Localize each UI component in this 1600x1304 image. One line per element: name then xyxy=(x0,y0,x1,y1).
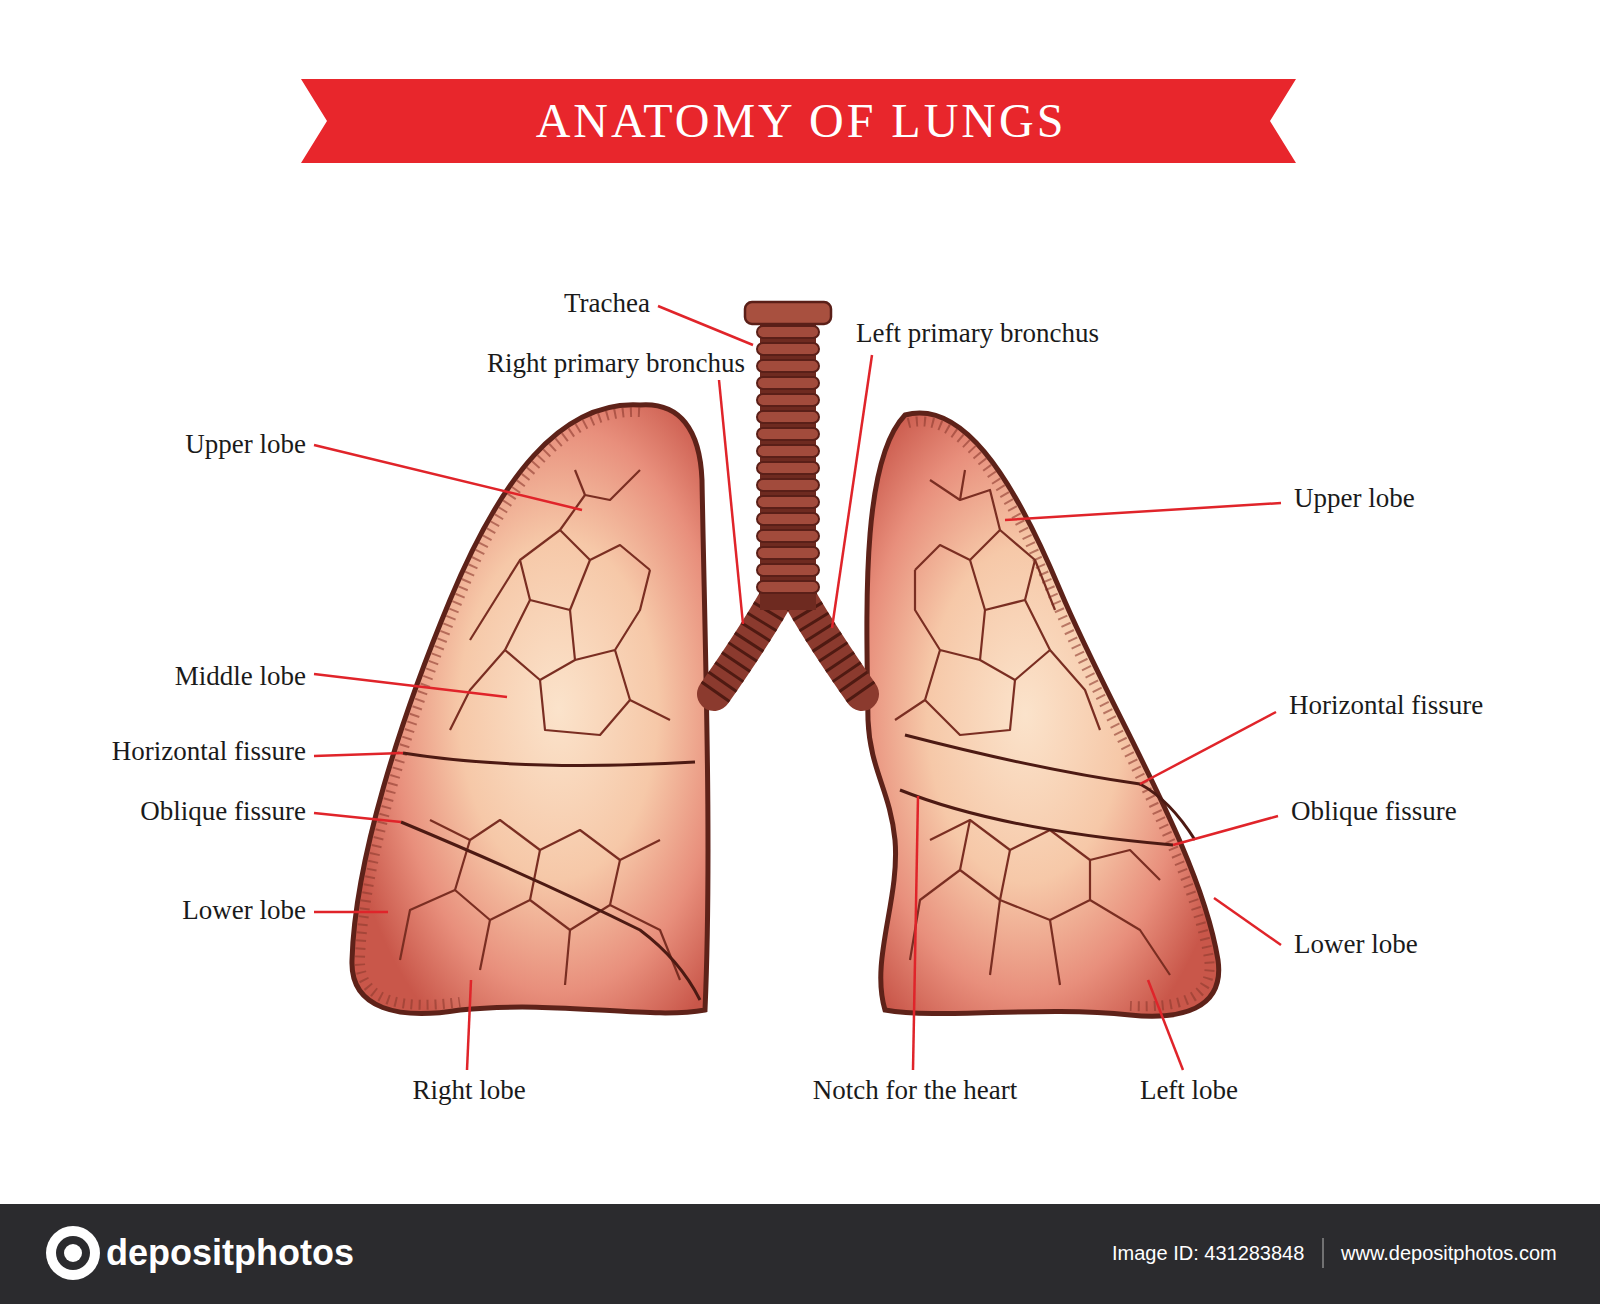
part-label: Oblique fissure xyxy=(140,796,306,827)
watermark-id: Image ID: 431283848 xyxy=(1112,1242,1304,1265)
brand-bar xyxy=(0,1204,1600,1304)
part-label: Horizontal fissure xyxy=(1289,690,1483,721)
part-label: Upper lobe xyxy=(185,429,306,460)
part-label: Middle lobe xyxy=(175,661,306,692)
title-ribbon xyxy=(301,79,1296,163)
watermark-brand: depositphotos xyxy=(106,1232,354,1273)
part-label: Horizontal fissure xyxy=(112,736,306,767)
fissure-lines xyxy=(900,735,1195,845)
part-label: Left primary bronchus xyxy=(856,318,1099,349)
lung-edge-hatching xyxy=(360,412,640,1005)
bronchi xyxy=(714,600,862,694)
diagram-title: ANATOMY OF LUNGS xyxy=(536,93,1067,148)
part-label: Notch for the heart xyxy=(813,1075,1018,1106)
trachea xyxy=(745,302,831,610)
part-label: Left lobe xyxy=(1140,1075,1238,1106)
fissure-lines xyxy=(401,753,700,1000)
part-label: Lower lobe xyxy=(182,895,306,926)
lung-cracks xyxy=(400,470,680,985)
brand-logo xyxy=(46,1226,100,1280)
leader-lines xyxy=(314,306,1281,1070)
right-lung xyxy=(352,405,708,1014)
part-label: Trachea xyxy=(564,288,650,319)
lung-cracks xyxy=(895,470,1170,985)
part-label: Right lobe xyxy=(412,1075,525,1106)
watermark-url: www.depositphotos.com xyxy=(1341,1242,1557,1265)
part-label: Oblique fissure xyxy=(1291,796,1457,827)
part-label: Right primary bronchus xyxy=(487,348,745,379)
part-label: Upper lobe xyxy=(1294,483,1415,514)
left-lung xyxy=(867,413,1219,1016)
brand-separator xyxy=(1322,1238,1324,1268)
part-label: Lower lobe xyxy=(1294,929,1418,960)
